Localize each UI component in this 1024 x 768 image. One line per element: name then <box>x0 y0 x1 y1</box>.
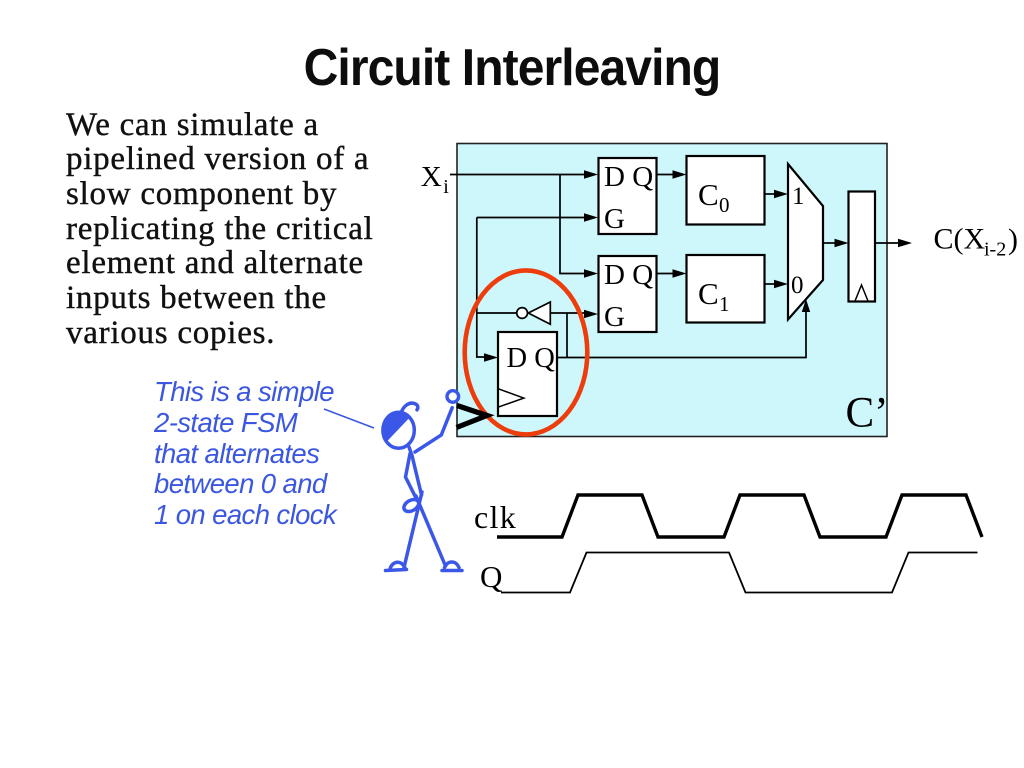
svg-text:i-2: i-2 <box>984 239 1006 261</box>
svg-text:0: 0 <box>719 193 730 217</box>
svg-text:Q: Q <box>480 559 502 594</box>
svg-text:G: G <box>604 203 625 235</box>
svg-text:0: 0 <box>791 272 804 299</box>
svg-text:1: 1 <box>792 183 805 210</box>
svg-text:C’: C’ <box>846 390 889 437</box>
svg-text:1: 1 <box>719 292 730 316</box>
svg-text:C: C <box>698 276 719 311</box>
svg-text:): ) <box>1008 223 1018 256</box>
svg-text:clk: clk <box>474 499 517 535</box>
svg-text:C(X: C(X <box>934 223 986 256</box>
svg-text:C: C <box>698 177 719 212</box>
svg-text:D Q: D Q <box>507 343 556 374</box>
svg-text:G: G <box>604 301 625 333</box>
svg-text:i: i <box>443 176 449 198</box>
svg-text:D Q: D Q <box>604 161 653 193</box>
svg-text:X: X <box>421 161 442 193</box>
svg-text:D Q: D Q <box>604 259 653 291</box>
